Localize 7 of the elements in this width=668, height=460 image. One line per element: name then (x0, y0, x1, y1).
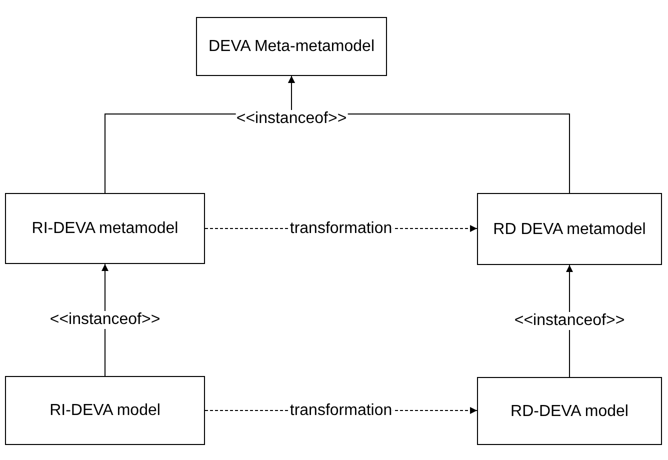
class-box: RD DEVA metamodel (477, 193, 662, 265)
class-box: RD-DEVA model (477, 377, 662, 445)
class-box: DEVA Meta-metamodel (196, 17, 387, 76)
edge-label: <<instanceof>> (513, 312, 626, 330)
class-box: RI-DEVA model (5, 376, 205, 445)
class-box: RI-DEVA metamodel (5, 193, 205, 264)
edge-label: <<instanceof>> (48, 311, 162, 329)
